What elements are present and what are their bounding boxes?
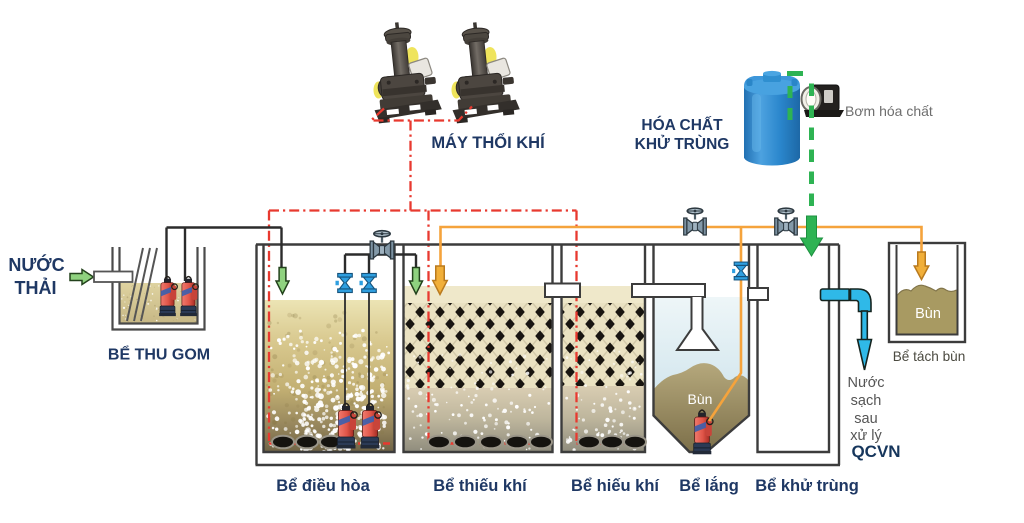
svg-text:QCVN: QCVN bbox=[851, 442, 900, 461]
svg-text:KHỬ TRÙNG: KHỬ TRÙNG bbox=[635, 135, 730, 153]
svg-text:Bể khử trùng: Bể khử trùng bbox=[755, 477, 859, 495]
svg-text:sau: sau bbox=[854, 411, 877, 427]
svg-text:xử lý: xử lý bbox=[850, 428, 882, 444]
svg-text:HÓA CHẤT: HÓA CHẤT bbox=[641, 116, 723, 134]
svg-text:THẢI: THẢI bbox=[15, 277, 57, 298]
svg-text:Bể tách bùn: Bể tách bùn bbox=[893, 349, 966, 364]
svg-text:Nước: Nước bbox=[848, 375, 885, 391]
svg-text:Bể điều hòa: Bể điều hòa bbox=[276, 477, 370, 495]
svg-text:Bể lắng: Bể lắng bbox=[679, 476, 739, 495]
svg-text:BỂ THU GOM: BỂ THU GOM bbox=[108, 345, 210, 364]
svg-text:Bùn: Bùn bbox=[915, 306, 941, 322]
svg-text:sạch: sạch bbox=[851, 393, 882, 409]
svg-text:Bể thiếu khí: Bể thiếu khí bbox=[433, 477, 528, 495]
svg-text:NƯỚC: NƯỚC bbox=[8, 254, 64, 275]
svg-text:Bể hiếu khí: Bể hiếu khí bbox=[571, 477, 660, 495]
svg-text:Bơm hóa chất: Bơm hóa chất bbox=[845, 103, 933, 119]
svg-text:MÁY THỔI KHÍ: MÁY THỔI KHÍ bbox=[431, 133, 545, 152]
svg-text:Bùn: Bùn bbox=[688, 391, 713, 407]
